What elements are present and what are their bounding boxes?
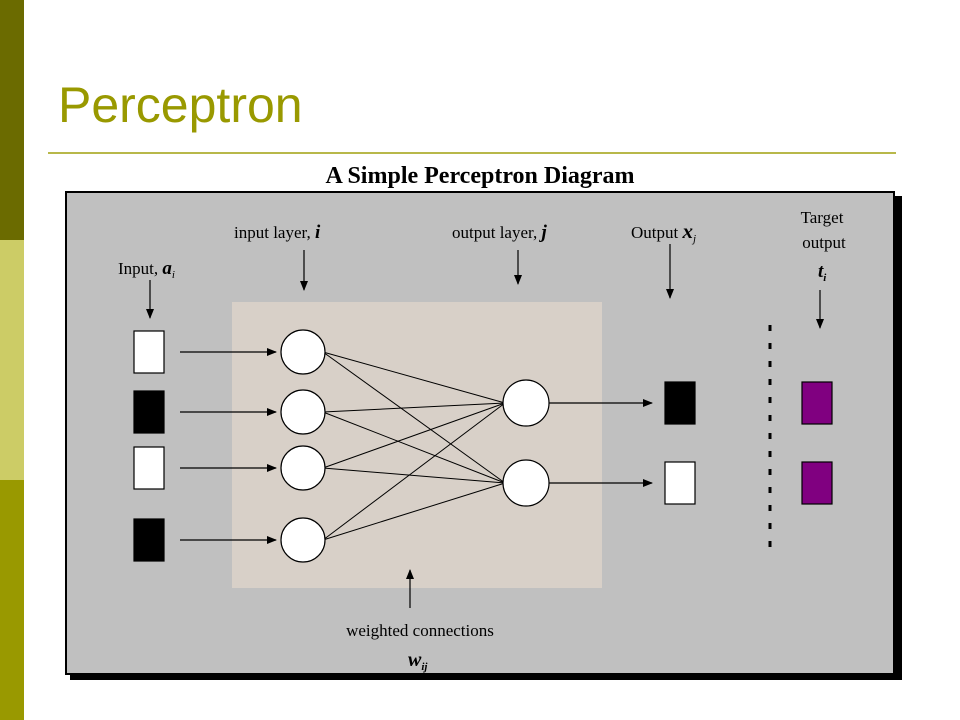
title-divider <box>48 152 896 154</box>
input-node-2 <box>280 389 326 435</box>
weight-line-3-2 <box>322 467 506 484</box>
diagram-title: A Simple Perceptron Diagram <box>325 163 634 189</box>
weight-line-4-1 <box>322 402 506 541</box>
input-node-1 <box>280 329 326 375</box>
input-layer-label: input layer, i <box>234 222 321 243</box>
target-var: ti <box>818 261 827 284</box>
weight-line-1-2 <box>322 351 506 484</box>
accent-bar-top <box>0 0 24 240</box>
input-node-3 <box>280 445 326 491</box>
input-cell-4 <box>133 518 165 562</box>
input-node-4 <box>280 517 326 563</box>
target-label-line2: output <box>802 233 846 252</box>
input-cell-2 <box>133 390 165 434</box>
target-label-line1: Target <box>801 208 844 227</box>
target-cell-1 <box>801 381 833 425</box>
weights-var: wij <box>408 649 428 673</box>
weight-line-1-1 <box>322 351 506 404</box>
output-label: Output xj <box>631 219 696 245</box>
weight-line-3-1 <box>322 402 506 469</box>
slide-title: Perceptron <box>58 77 303 133</box>
weight-line-4-2 <box>322 482 506 541</box>
input-cell-3 <box>133 446 165 490</box>
weight-line-2-1 <box>322 402 506 413</box>
output-node-1 <box>502 379 550 427</box>
output-cell-1 <box>664 381 696 425</box>
accent-bar-middle <box>0 240 24 480</box>
accent-bar-bottom <box>0 480 24 720</box>
weight-line-2-2 <box>322 411 506 484</box>
output-node-2 <box>502 459 550 507</box>
network-group <box>133 329 833 563</box>
input-label: Input, ai <box>118 258 175 281</box>
weights-label: weighted connections <box>346 621 494 640</box>
target-cell-2 <box>801 461 833 505</box>
output-cell-2 <box>664 461 696 505</box>
output-layer-label: output layer, j <box>452 222 548 243</box>
input-cell-1 <box>133 330 165 374</box>
